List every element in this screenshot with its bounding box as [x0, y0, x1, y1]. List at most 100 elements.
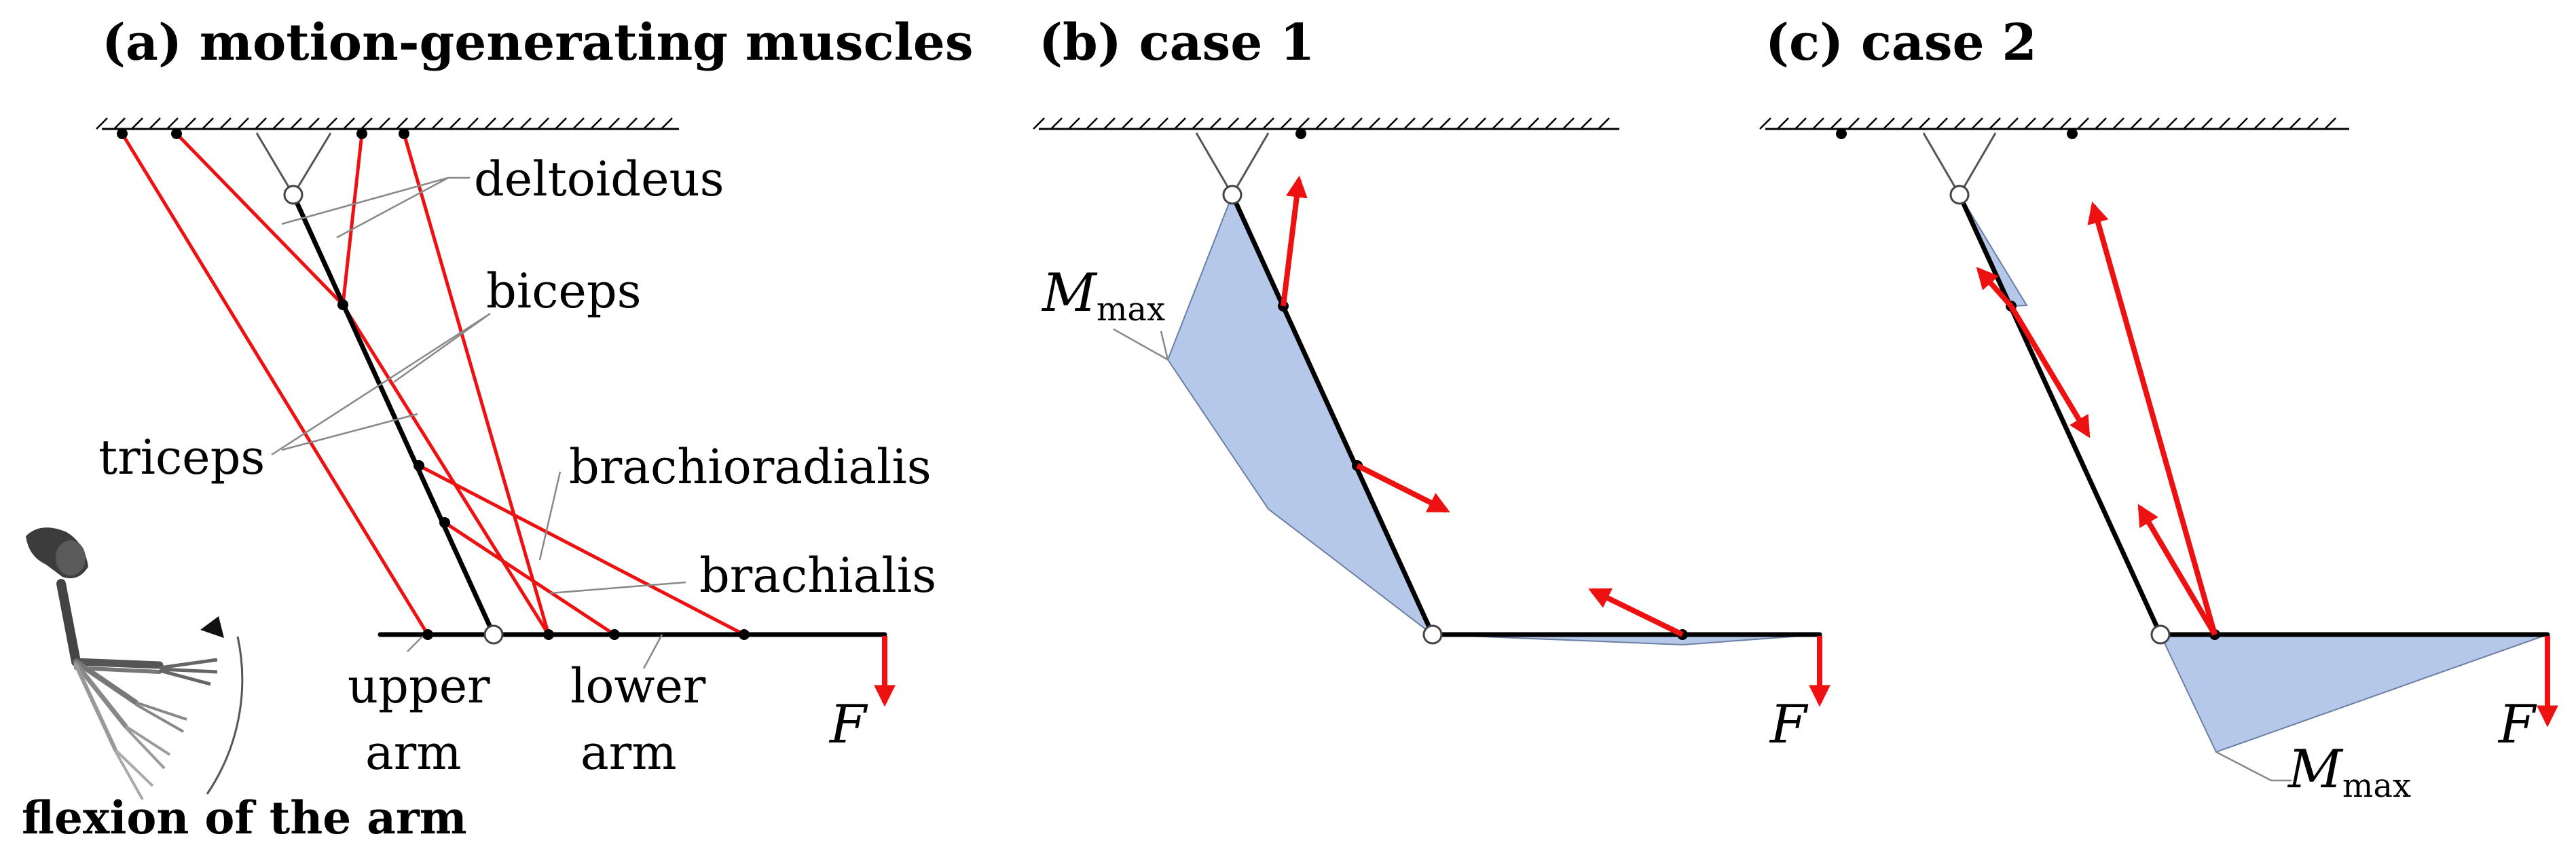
ground-hatch — [1262, 117, 1274, 130]
brachioradialis-muscle — [418, 464, 746, 637]
ground-hatch — [1386, 117, 1398, 130]
label-upper-arm-1: upper — [348, 658, 490, 714]
panel-b: (b) case 1 Mmax F — [1033, 14, 1830, 755]
ground-hatch — [2024, 117, 2036, 130]
ground-b — [1033, 117, 1619, 130]
ground-hatch — [2077, 117, 2089, 130]
ground-hatch — [2253, 117, 2266, 130]
ground-hatch — [449, 117, 461, 130]
ground-hatch — [2112, 117, 2124, 130]
ground-hatch — [325, 117, 337, 130]
ground-hatch — [1121, 117, 1133, 130]
ground-hatch — [1033, 117, 1045, 130]
ground-hatch — [1068, 117, 1080, 130]
ground-hatch — [431, 117, 443, 130]
ground-hatch — [1812, 117, 1824, 130]
ground-hatch — [1103, 117, 1116, 130]
ground-hatch — [2165, 117, 2177, 130]
upper-arm-bone-b — [1230, 192, 1435, 637]
ground-hatch — [2095, 117, 2107, 130]
label-force-b: F — [1769, 694, 1809, 755]
ground-hatch — [1245, 117, 1257, 130]
ground-hatch — [1598, 117, 1610, 130]
ground-hatch — [219, 117, 232, 130]
ground-hatch — [519, 117, 532, 130]
ground-hatch — [308, 117, 320, 130]
ground-hatch — [343, 117, 355, 130]
label-force-a: F — [828, 694, 868, 755]
ground-hatch — [643, 117, 655, 130]
ground-hatch — [413, 117, 426, 130]
ground-hatch — [1315, 117, 1327, 130]
ground-hatch — [555, 117, 567, 130]
ground-hatch — [290, 117, 302, 130]
ground-hatch — [113, 117, 126, 130]
ground-hatch — [237, 117, 249, 130]
panel-a: (a) motion-generating muscles — [22, 14, 973, 844]
label-deltoideus: deltoideus — [474, 151, 724, 207]
ground-hatch — [502, 117, 514, 130]
panel-c: (c) case 2 Mmax F — [1759, 14, 2558, 805]
ground-hatch — [378, 117, 390, 130]
ground-hatch — [1847, 117, 1860, 130]
ground-hatch — [2236, 117, 2248, 130]
ground-hatch — [1865, 117, 1877, 130]
ground-hatch — [2042, 117, 2054, 130]
ground-hatch — [272, 117, 284, 130]
ground-hatch — [149, 117, 161, 130]
muscle-force-arrow-c1 — [1976, 267, 2013, 308]
ground-hatch — [1403, 117, 1416, 130]
deltoideus-muscle — [175, 132, 344, 306]
ground-hatch — [396, 117, 408, 130]
ground-hatch — [2201, 117, 2213, 130]
ground-hatch — [1953, 117, 1966, 130]
ground-hatch — [166, 117, 179, 130]
ground-hatch — [466, 117, 479, 130]
ground-hatch — [1350, 117, 1363, 130]
label-brachialis: brachialis — [699, 548, 936, 603]
muscle-force-arrow-b2 — [1356, 463, 1450, 513]
brachialis-muscle — [443, 521, 616, 637]
shoulder-joint — [283, 185, 303, 205]
ground-hatch — [1333, 117, 1345, 130]
ground-hatch — [1298, 117, 1310, 130]
shoulder-joint-b — [1222, 185, 1243, 205]
label-lower-arm-1: lower — [570, 658, 706, 714]
ground-hatch — [184, 117, 196, 130]
ground-hatch — [1086, 117, 1098, 130]
ground-hatch — [1883, 117, 1895, 130]
ground-hatch — [661, 117, 673, 130]
ground-hatch — [2183, 117, 2195, 130]
ground-hatch — [1174, 117, 1186, 130]
ground-hatch — [1989, 117, 2001, 130]
ground-hatch — [1759, 117, 1771, 130]
label-force-c: F — [2497, 694, 2537, 755]
ground-hatch — [361, 117, 373, 130]
muscle-force-arrow-c2 — [2008, 304, 2091, 438]
label-mmax-b: Mmax — [1041, 263, 1165, 328]
panel-b-title: (b) case 1 — [1039, 14, 1315, 72]
ground-hatch — [1439, 117, 1451, 130]
ground-hatch — [1209, 117, 1221, 130]
upper-arm-bone — [291, 192, 496, 637]
ground-hatch — [1900, 117, 1913, 130]
ground-hatch — [1474, 117, 1486, 130]
ground-hatch — [1227, 117, 1239, 130]
ground-hatch — [1139, 117, 1151, 130]
ground-hatch — [96, 117, 108, 130]
ground-hatch — [2324, 117, 2336, 130]
ground-hatch — [1795, 117, 1807, 130]
ground-hatch — [1545, 117, 1557, 130]
caption-flexion: flexion of the arm — [22, 791, 467, 844]
ground-hatch — [2059, 117, 2072, 130]
ground-c — [1759, 117, 2349, 130]
shoulder-joint-c — [1949, 185, 1970, 205]
muscles — [120, 132, 746, 637]
label-mmax-c: Mmax — [2287, 739, 2411, 805]
ground-hatch — [1456, 117, 1469, 130]
ground-hatch — [2289, 117, 2301, 130]
ground-hatch — [608, 117, 620, 130]
panel-a-title: (a) motion-generating muscles — [102, 14, 973, 72]
attachment-points — [117, 128, 750, 640]
